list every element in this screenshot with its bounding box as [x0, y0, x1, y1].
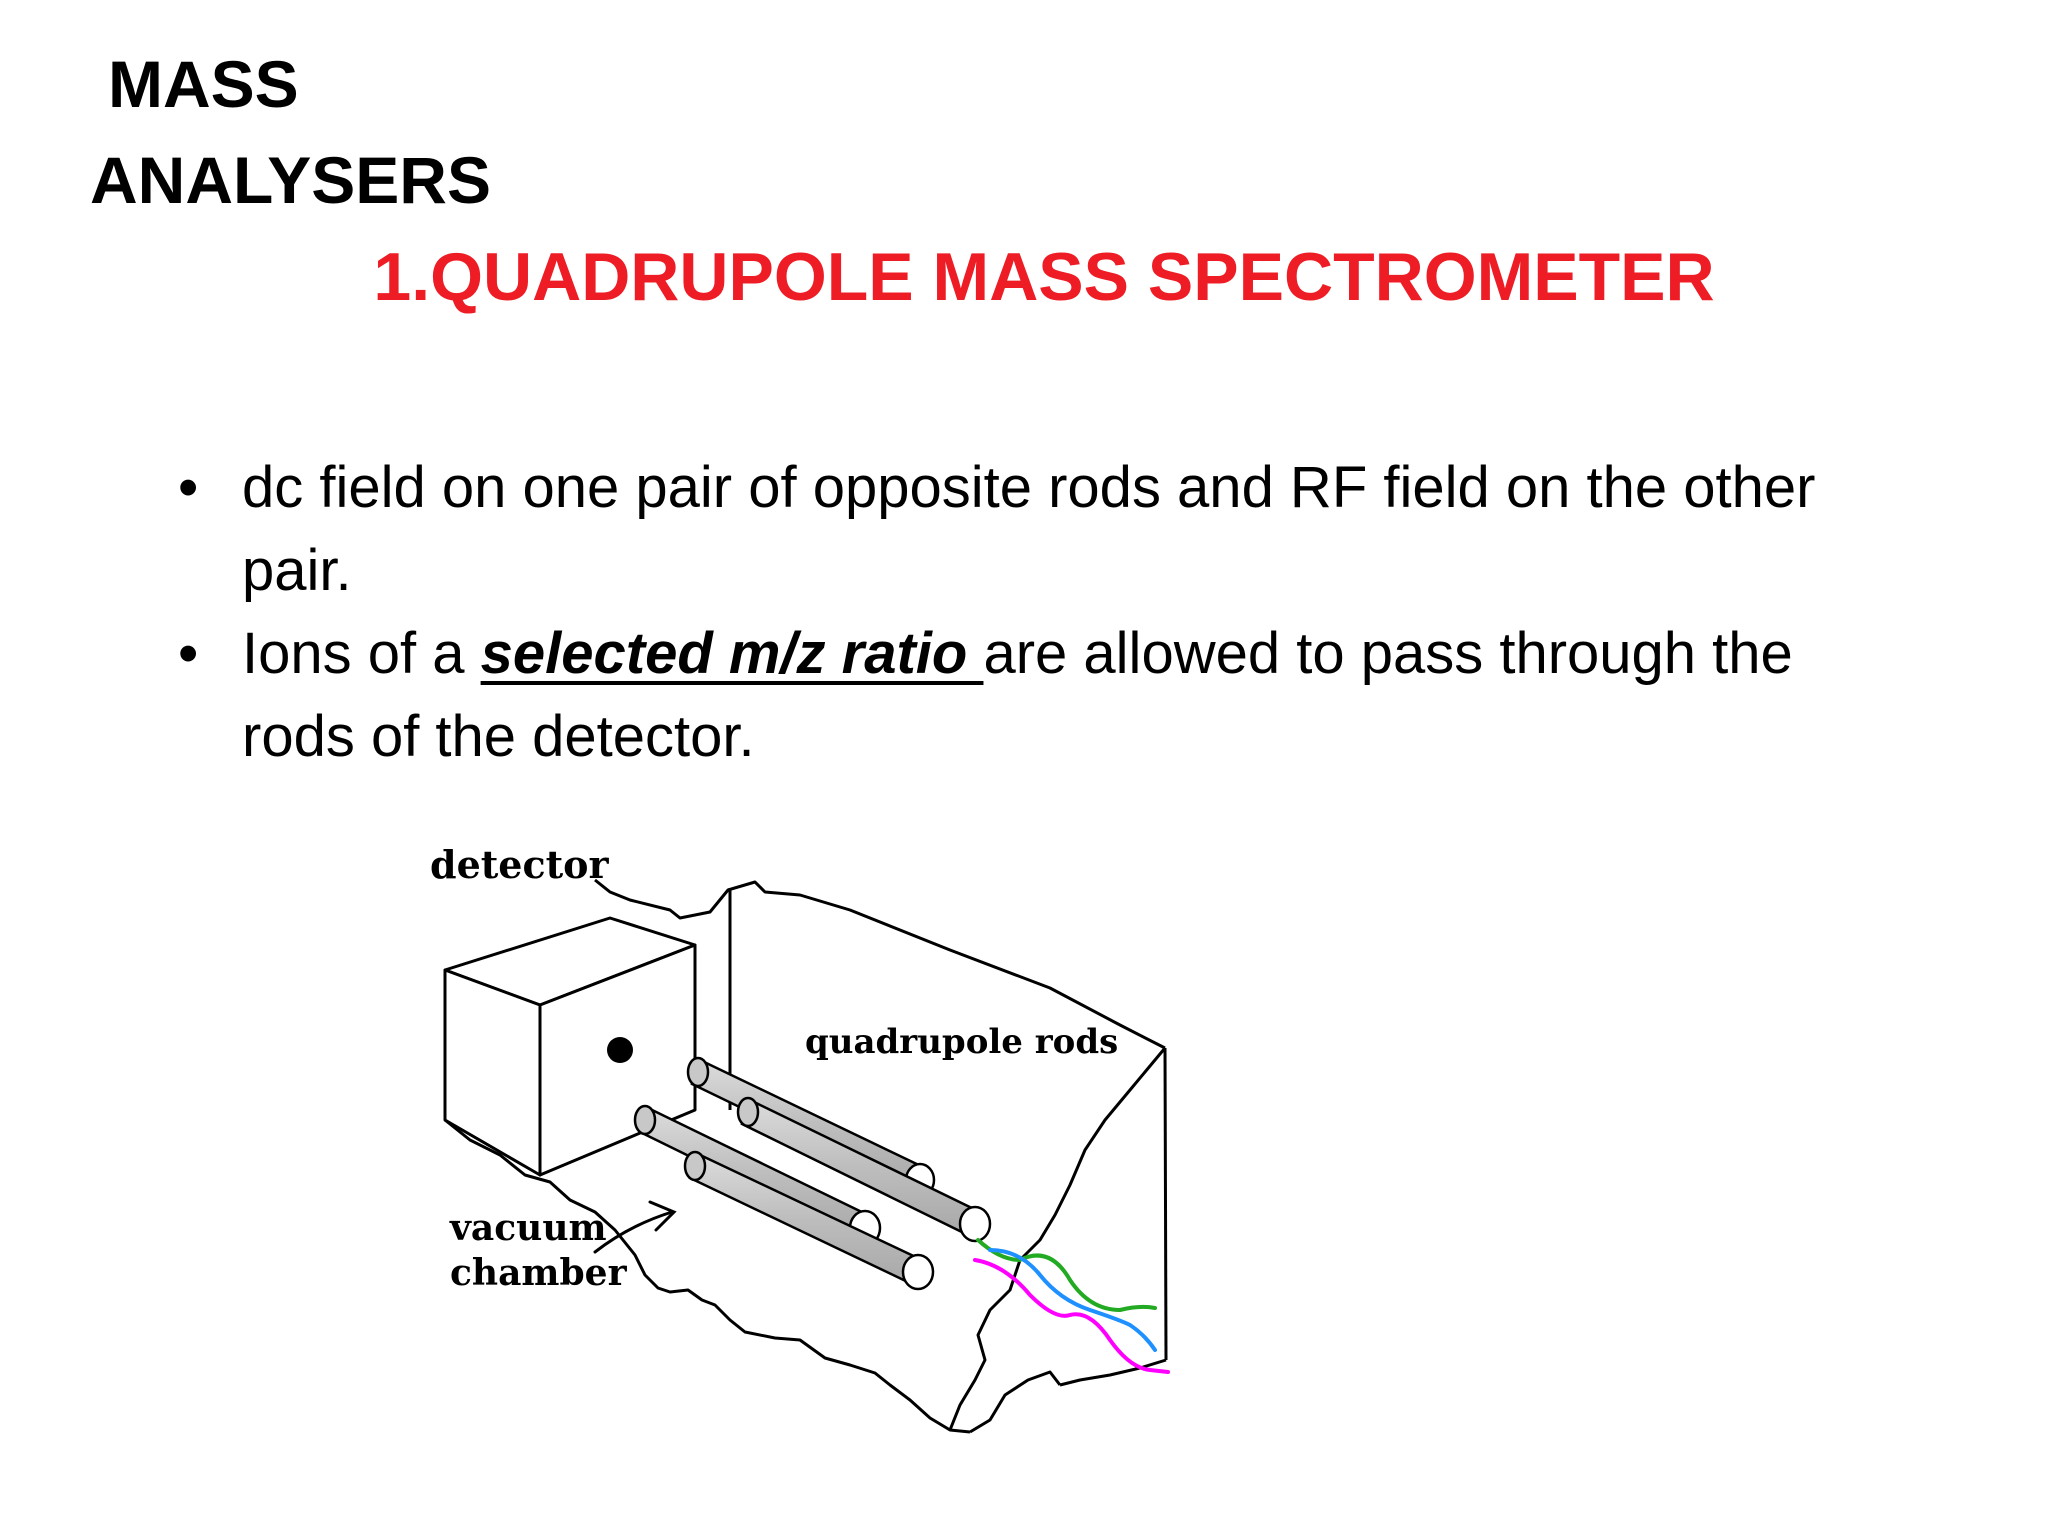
bullet-dot: • — [178, 455, 199, 520]
ion-path-green — [976, 1238, 1157, 1313]
rod-right-back — [736, 1096, 992, 1243]
slide-subtitle: 1.QUADRUPOLE MASS SPECTROMETER — [373, 239, 1715, 315]
quadrupole-diagram: detector quadrupole rods vacuum chamber — [430, 842, 1170, 1434]
bullet-emphasis: selected m/z ratio — [480, 621, 984, 686]
quadrupole-rods — [633, 1056, 992, 1291]
vacuum-arrow — [593, 1200, 677, 1254]
bullet-text: dc field on one pair of opposite rods an… — [242, 455, 1816, 603]
ion-path-magenta — [973, 1258, 1170, 1374]
chamber-label: chamber — [450, 1252, 628, 1294]
ion-path-blue — [988, 1248, 1157, 1352]
rod-bottom-front — [683, 1150, 935, 1291]
detector-label: detector — [430, 842, 610, 887]
bullet-item-dc-field: • dc field on one pair of opposite rods … — [178, 446, 1878, 612]
slide-title: MASS ANALYSERS — [90, 36, 491, 228]
slide-title-line-2: ANALYSERS — [90, 143, 491, 217]
bullet-item-ions: • Ions of a selected m/z ratio are allow… — [178, 612, 1878, 778]
bullet-list: • dc field on one pair of opposite rods … — [178, 446, 1878, 778]
ion-paths — [973, 1238, 1170, 1374]
vacuum-label: vacuum — [449, 1207, 607, 1249]
bullet-dot: • — [178, 621, 199, 686]
quadrupole-rods-label: quadrupole rods — [805, 1022, 1118, 1062]
bullet-text-before: Ions of a — [242, 621, 481, 686]
detector-aperture — [607, 1037, 633, 1063]
detector-box — [443, 916, 697, 1177]
slide-title-line-1: MASS — [108, 47, 299, 121]
bullet-text-after: are allowed to pass through the rods of … — [242, 621, 1793, 769]
vacuum-chamber-outline — [444, 878, 1168, 1434]
